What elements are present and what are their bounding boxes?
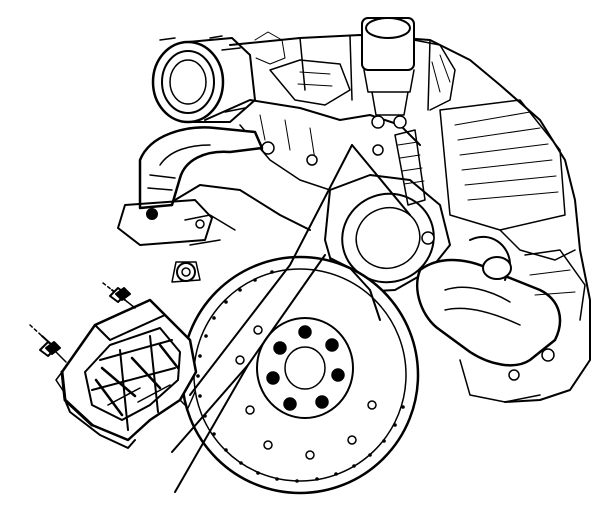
exhaust-manifold: [415, 235, 586, 403]
engine-block: [171, 34, 591, 403]
throttle-body: [269, 17, 456, 129]
cover-bolt-lower: [29, 324, 67, 363]
flywheel-ring-gear-teeth: [196, 270, 405, 483]
flywheel-inspection-cover: [55, 298, 198, 449]
coolant-crossover-pipe: [117, 126, 264, 246]
callout-leader: [171, 144, 411, 493]
water-pump-pulley: [151, 31, 286, 124]
flywheel-bolt-holes: [266, 325, 345, 411]
cover-bolt-upper: [102, 282, 136, 309]
flywheel: [180, 255, 420, 495]
